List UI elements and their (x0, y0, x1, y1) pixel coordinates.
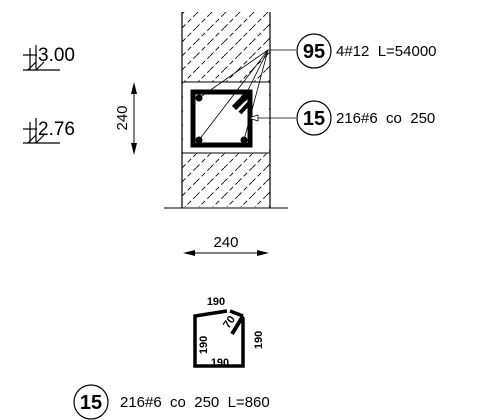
stirrup-shape: 190 70 190 190 190 (193, 296, 265, 369)
stirrup-leader (247, 114, 296, 122)
stirrup-callout: 15 216#6 co 250 (296, 100, 435, 136)
level-mark-lower: 2.76 (23, 118, 75, 144)
main-bar-mark: 95 (303, 41, 325, 63)
wall-section (164, 12, 288, 209)
shape-bottom-length: 190 (211, 357, 229, 369)
main-bar-spec: 4#12 L=54000 (336, 43, 437, 60)
main-bar-callout: 95 4#12 L=54000 (296, 33, 437, 69)
stirrup-shape-mark: 15 (80, 392, 102, 414)
shape-top-length: 190 (207, 296, 225, 308)
main-bar-leaders (198, 49, 296, 141)
level-mark-upper: 3.00 (23, 45, 75, 71)
level-upper-value: 3.00 (38, 45, 75, 66)
shape-left-length: 190 (198, 336, 210, 354)
width-dimension-label: 240 (213, 234, 238, 251)
stirrup-spec: 216#6 co 250 (336, 110, 435, 127)
height-dimension-label: 240 (114, 105, 131, 130)
shape-right-length: 190 (253, 331, 265, 349)
stirrup-shape-callout: 15 216#6 co 250 L=860 (73, 384, 270, 420)
stirrup-mark: 15 (303, 108, 325, 130)
width-dimension: 240 (183, 234, 269, 256)
shape-hook-length: 70 (221, 314, 238, 331)
stirrup-shape-spec: 216#6 co 250 L=860 (120, 394, 270, 411)
height-dimension: 240 (114, 82, 137, 155)
level-lower-value: 2.76 (38, 119, 75, 140)
